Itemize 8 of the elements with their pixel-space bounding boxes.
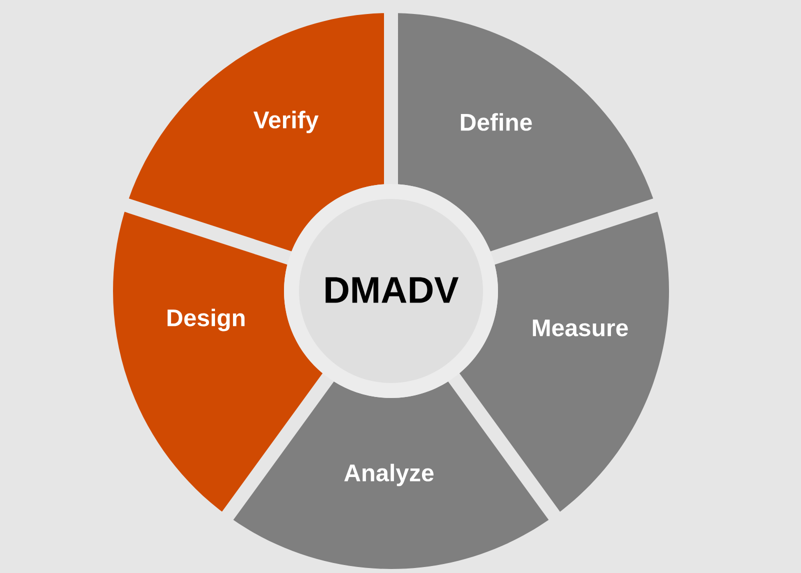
donut-segment: Analyze: [233, 381, 549, 569]
donut-segment: Measure: [459, 212, 669, 512]
node-label: Analyze: [344, 464, 434, 486]
node-label: Measure: [532, 320, 628, 336]
donut-segment: Verify: [128, 13, 384, 252]
node-label: Design: [168, 308, 245, 332]
donut-segment: Design: [113, 212, 323, 512]
donut-segment: Define: [398, 13, 654, 252]
